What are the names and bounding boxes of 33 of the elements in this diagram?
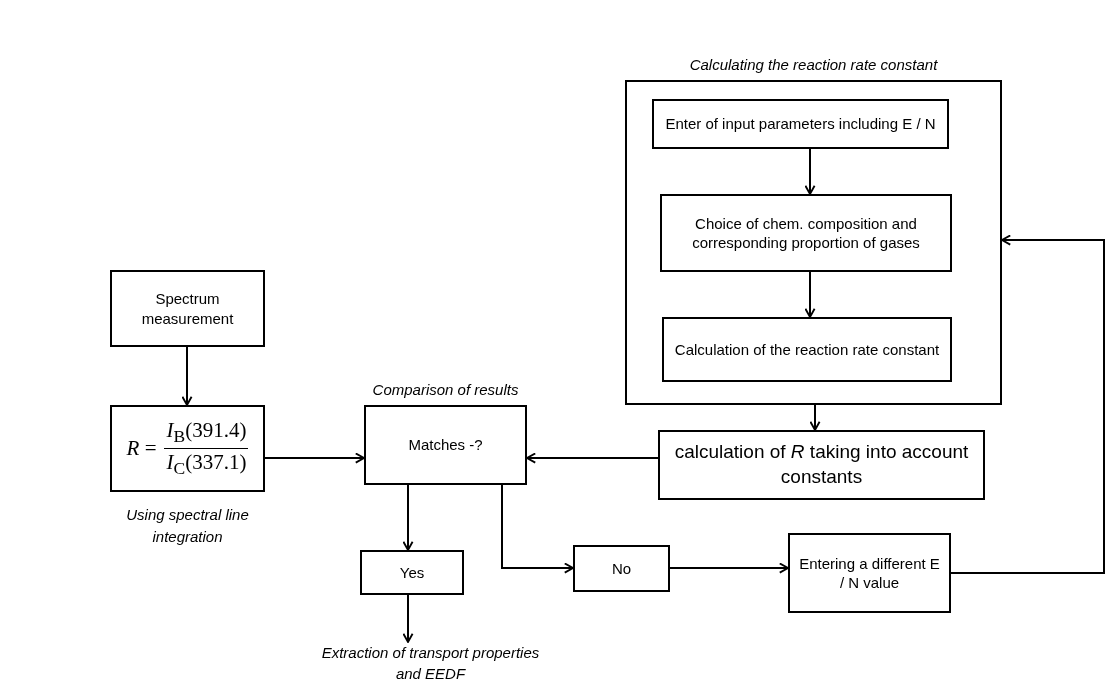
box-text: Calculation of the reaction rate constant [674,339,940,360]
arrow [950,234,1105,574]
box-text: Enter of input parameters including E / N [665,114,936,134]
arrow [264,452,365,464]
arrow [809,404,821,431]
ratio-formula: R = I$_{B}$(391.4) I$_{C}$(337.1) [126,417,249,480]
arrow [804,271,816,318]
arrow [181,346,193,406]
box-text: No [611,558,632,579]
step-heading: Comparison of results [371,380,520,401]
box-text: Choice of chem. composition and corresponding proportion of gases [691,213,921,253]
process-box [660,194,952,272]
box-text: Entering a different E / N value [798,553,941,593]
arrow [669,562,789,574]
process-box [652,99,949,149]
process-box [360,550,464,595]
process-box [662,317,952,382]
box-text: calculation of R taking into account constants [673,440,970,489]
arrow [804,148,816,195]
caption-text: Using spectral line integration [125,505,250,547]
box-text: Spectrum measurement [140,289,235,328]
process-box [658,430,985,500]
process-box [110,270,265,347]
arrow [402,484,414,551]
arrow [501,484,574,574]
group-heading: Calculating the reaction rate constant [688,55,939,76]
process-box [788,533,951,613]
arrow [402,594,414,643]
result-text: Extraction of transport properties and EEDF [318,642,543,686]
box-text: Yes [399,562,425,583]
process-box [573,545,670,592]
box-text: Matches -? [408,435,483,455]
arrow [526,452,659,464]
